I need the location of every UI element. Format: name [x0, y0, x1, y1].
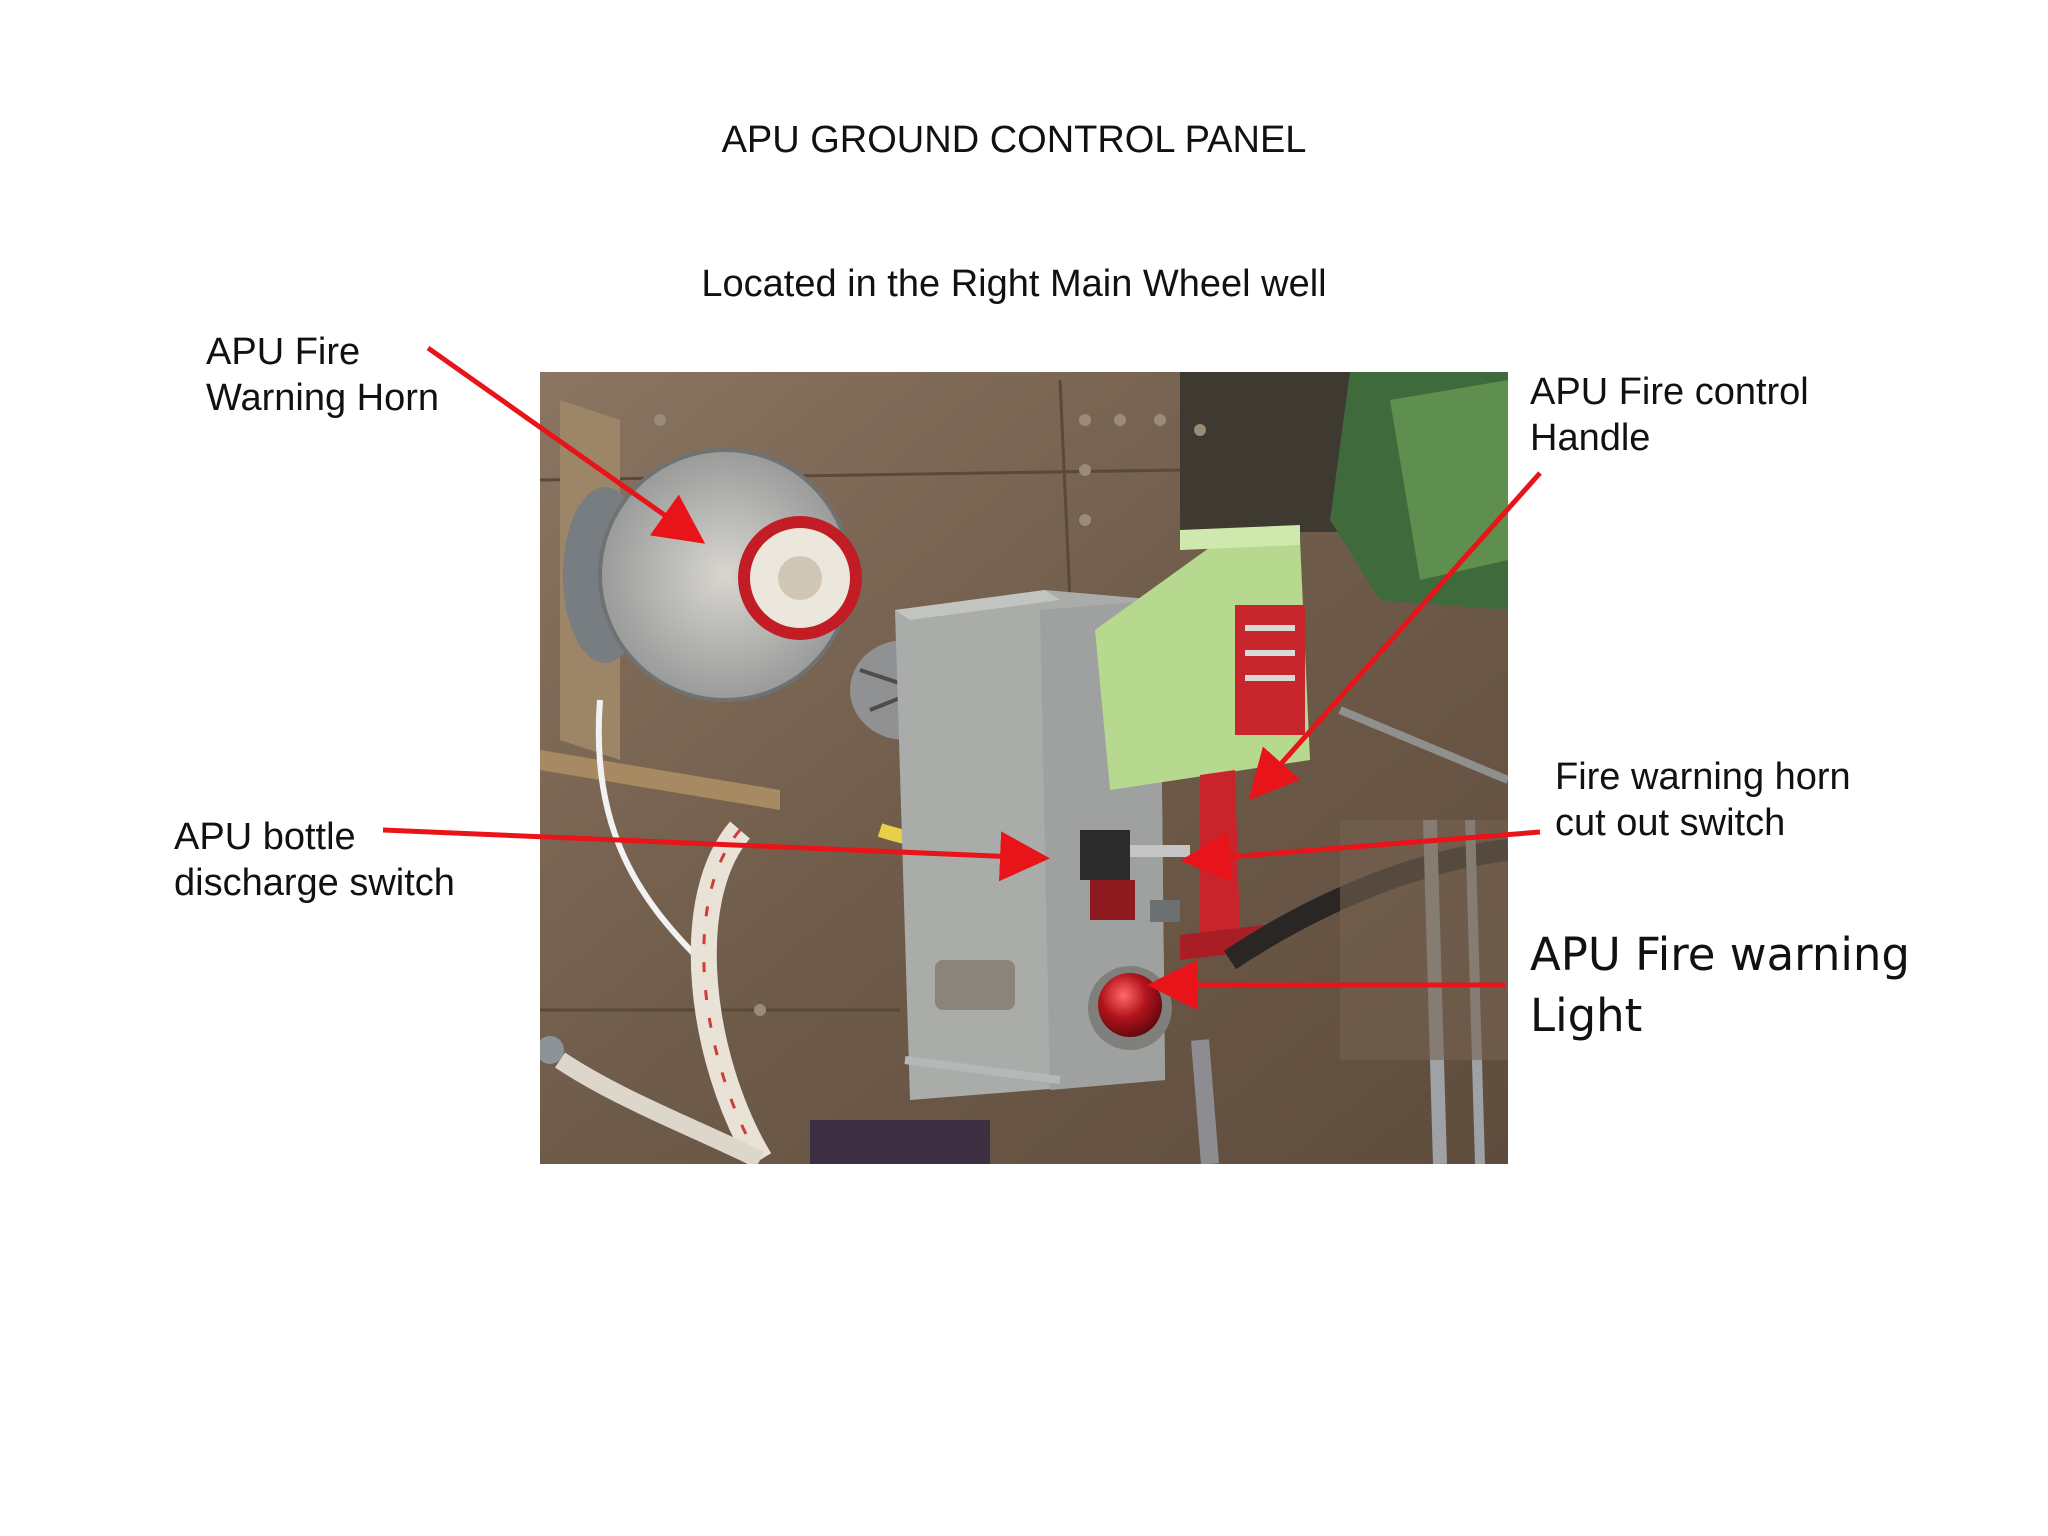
- label-fire-control-handle: APU Fire control Handle: [1530, 371, 1809, 459]
- label-fire-warning-light: APU Fire warning Light: [1530, 928, 1910, 1042]
- label-bottle-discharge-switch: APU bottle discharge switch: [174, 816, 455, 904]
- label-fire-warning-horn: APU Fire Warning Horn: [206, 331, 440, 419]
- page-subtitle: Located in the Right Main Wheel well: [701, 263, 1327, 305]
- page-title: APU GROUND CONTROL PANEL: [721, 119, 1307, 161]
- label-horn-cutout-switch: Fire warning horn cut out switch: [1555, 756, 1851, 844]
